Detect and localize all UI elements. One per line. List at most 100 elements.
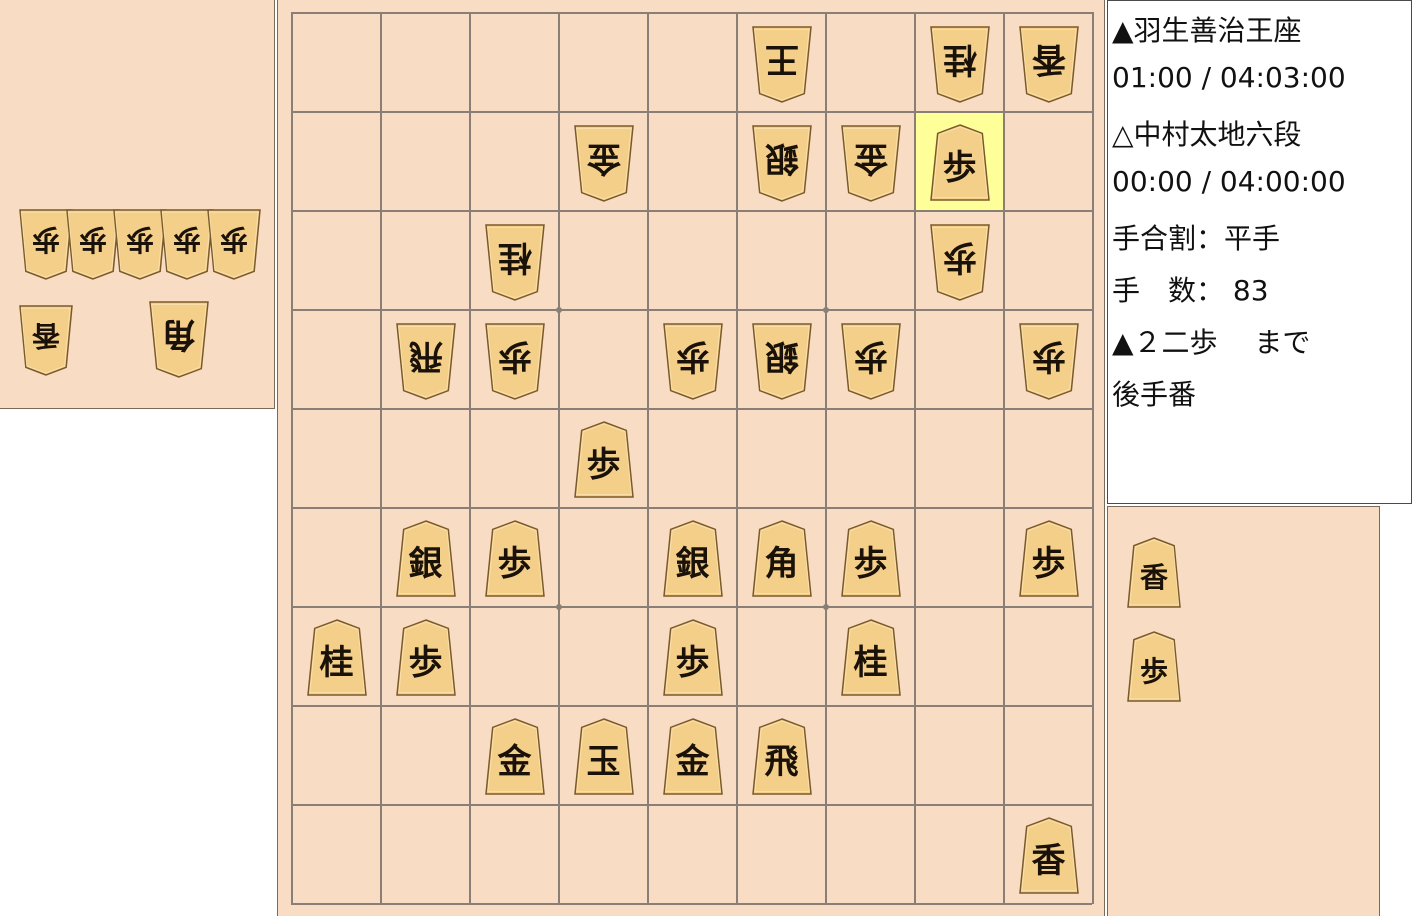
piece-shape (19, 209, 73, 280)
piece-shape (840, 519, 901, 597)
gote-piece[interactable]: 歩 (159, 208, 215, 280)
piece-shape (1127, 537, 1181, 608)
piece-shape (484, 322, 545, 400)
gote-piece-stand: 歩歩歩歩歩香角 (0, 0, 275, 409)
piece-shape (66, 209, 120, 280)
sente-piece[interactable]: 銀 (662, 519, 724, 598)
piece-character: 桂 (853, 642, 888, 683)
sente-piece[interactable]: 金 (662, 717, 724, 796)
sente-piece[interactable]: 歩 (573, 420, 635, 499)
sente-piece[interactable]: 角 (751, 519, 813, 598)
sente-piece[interactable]: 歩 (484, 519, 546, 598)
piece-character: 香 (1031, 840, 1066, 881)
piece-shape (751, 717, 812, 795)
piece-character: 金 (853, 137, 888, 178)
gote-clock: 00:00 / 04:00:00 (1112, 165, 1346, 198)
piece-character: 歩 (853, 335, 888, 376)
piece-shape (662, 618, 723, 696)
piece-character: 金 (586, 137, 621, 178)
gote-piece[interactable]: 歩 (112, 208, 168, 280)
piece-character: 玉 (586, 741, 621, 782)
gote-piece[interactable]: 歩 (18, 208, 74, 280)
piece-character: 金 (675, 741, 710, 782)
sente-piece[interactable]: 玉 (573, 717, 635, 796)
piece-shape (1018, 519, 1079, 597)
sente-piece[interactable]: 歩 (1126, 631, 1182, 703)
gote-piece[interactable]: 香 (18, 304, 74, 376)
star-point (823, 604, 829, 610)
gote-piece[interactable]: 王 (751, 25, 813, 103)
sente-player-name: ▲羽生善治王座 (1112, 14, 1302, 47)
piece-shape (484, 223, 545, 301)
star-point (556, 307, 562, 313)
piece-shape (929, 123, 990, 201)
grid-line (291, 12, 293, 904)
gote-piece[interactable]: 歩 (662, 322, 724, 400)
board-grid: 王桂香金銀金歩桂歩飛歩歩銀歩歩歩銀歩銀角歩歩桂歩歩桂金玉金飛香 (291, 12, 1094, 905)
piece-shape (662, 322, 723, 400)
gote-piece[interactable]: 金 (573, 124, 635, 202)
sente-piece[interactable]: 香 (1018, 816, 1080, 895)
grid-line (914, 12, 916, 904)
piece-character: 香 (1031, 38, 1066, 79)
grid-line (291, 705, 1092, 707)
gote-piece[interactable]: 歩 (840, 322, 902, 400)
gote-piece[interactable]: 歩 (484, 322, 546, 400)
piece-character: 歩 (853, 543, 888, 584)
gote-piece[interactable]: 桂 (484, 223, 546, 301)
piece-character: 角 (162, 314, 196, 354)
piece-shape (19, 305, 73, 376)
sente-piece[interactable]: 歩 (395, 618, 457, 697)
piece-character: 銀 (764, 137, 799, 178)
piece-shape (840, 322, 901, 400)
piece-character: 角 (764, 543, 799, 584)
piece-shape (484, 717, 545, 795)
piece-shape (395, 322, 456, 400)
gote-piece[interactable]: 歩 (65, 208, 121, 280)
piece-shape (160, 209, 214, 280)
sente-piece[interactable]: 歩 (1018, 519, 1080, 598)
piece-shape (840, 618, 901, 696)
piece-character: 香 (32, 319, 61, 352)
sente-piece[interactable]: 歩 (840, 519, 902, 598)
gote-piece[interactable]: 角 (148, 300, 210, 378)
piece-shape (1018, 25, 1079, 103)
gote-piece[interactable]: 桂 (929, 25, 991, 103)
piece-character: 銀 (408, 543, 443, 584)
piece-shape (1127, 631, 1181, 702)
sente-piece[interactable]: 金 (484, 717, 546, 796)
grid-line (558, 12, 560, 904)
gote-piece[interactable]: 金 (840, 124, 902, 202)
grid-line (825, 12, 827, 904)
grid-line (291, 507, 1092, 509)
gote-piece[interactable]: 歩 (206, 208, 262, 280)
piece-shape (1018, 816, 1079, 894)
move-count: 手 数： 83 (1112, 274, 1269, 307)
gote-piece[interactable]: 香 (1018, 25, 1080, 103)
sente-piece[interactable]: 歩 (929, 123, 991, 202)
sente-piece[interactable]: 歩 (662, 618, 724, 697)
piece-character: 金 (497, 741, 532, 782)
piece-character: 銀 (764, 335, 799, 376)
gote-piece[interactable]: 歩 (1018, 322, 1080, 400)
piece-shape (395, 519, 456, 597)
sente-piece[interactable]: 香 (1126, 537, 1182, 609)
piece-character: 歩 (1031, 543, 1066, 584)
gote-piece[interactable]: 歩 (929, 223, 991, 301)
sente-piece[interactable]: 銀 (395, 519, 457, 598)
sente-piece[interactable]: 桂 (840, 618, 902, 697)
piece-character: 桂 (319, 642, 354, 683)
gote-piece[interactable]: 銀 (751, 322, 813, 400)
piece-character: 歩 (1139, 655, 1168, 688)
sente-piece[interactable]: 桂 (306, 618, 368, 697)
gote-piece[interactable]: 銀 (751, 124, 813, 202)
piece-character: 歩 (220, 223, 249, 256)
gote-player-name: △中村太地六段 (1112, 118, 1302, 151)
piece-shape (149, 301, 209, 378)
piece-shape (207, 209, 261, 280)
sente-piece[interactable]: 飛 (751, 717, 813, 796)
gote-piece[interactable]: 飛 (395, 322, 457, 400)
grid-line (1003, 12, 1005, 904)
grid-line (291, 408, 1092, 410)
grid-line (291, 12, 1092, 14)
